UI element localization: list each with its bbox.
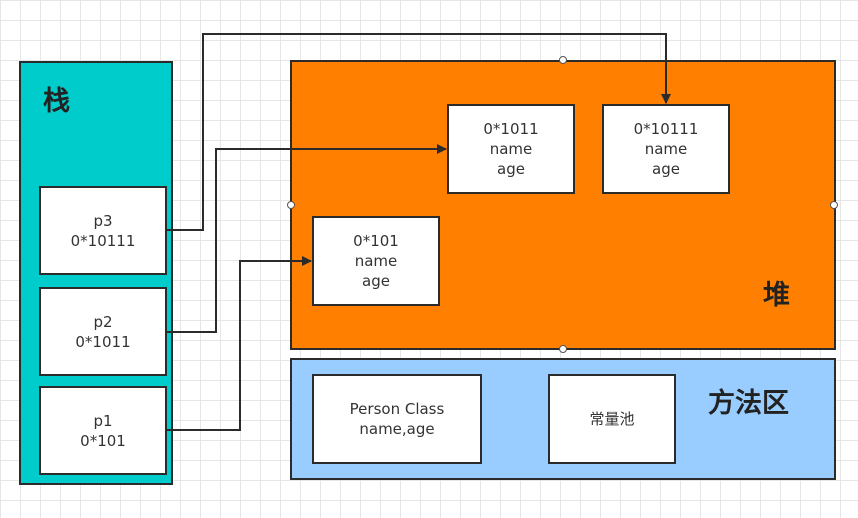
var-name: p1 [93, 411, 113, 430]
selection-handle-left[interactable] [287, 201, 295, 209]
var-name: p3 [93, 211, 113, 230]
var-name: p2 [93, 312, 113, 331]
object-field-age: age [652, 160, 680, 178]
stack-var-p3[interactable]: p3 0*10111 [39, 186, 167, 275]
stack-var-p2[interactable]: p2 0*1011 [39, 287, 167, 376]
stack-var-p1[interactable]: p1 0*101 [39, 386, 167, 475]
constant-pool-label: 常量池 [589, 410, 635, 428]
object-addr: 0*10111 [633, 120, 699, 138]
object-field-age: age [497, 160, 525, 178]
object-field-name: name [489, 140, 533, 158]
heap-object-10111[interactable]: 0*10111 name age [602, 104, 730, 194]
object-field-age: age [362, 272, 390, 290]
selection-handle-top[interactable] [559, 56, 567, 64]
object-addr: 0*101 [353, 232, 399, 250]
selection-handle-bottom[interactable] [559, 345, 567, 353]
var-addr: 0*101 [80, 431, 126, 450]
object-field-name: name [354, 252, 398, 270]
selection-handle-right[interactable] [830, 201, 838, 209]
method-area-title: 方法区 [708, 388, 789, 419]
object-field-name: name [644, 140, 688, 158]
person-class-box[interactable]: Person Class name,age [312, 374, 482, 464]
heap-object-101[interactable]: 0*101 name age [312, 216, 440, 306]
var-addr: 0*1011 [75, 332, 131, 351]
constant-pool-box[interactable]: 常量池 [548, 374, 676, 464]
stack-title: 栈 [43, 86, 70, 117]
var-addr: 0*10111 [70, 231, 136, 250]
object-addr: 0*1011 [483, 120, 539, 138]
heap-title: 堆 [763, 280, 790, 311]
class-name: Person Class [349, 400, 445, 418]
heap-object-1011[interactable]: 0*1011 name age [447, 104, 575, 194]
class-fields: name,age [359, 420, 435, 438]
